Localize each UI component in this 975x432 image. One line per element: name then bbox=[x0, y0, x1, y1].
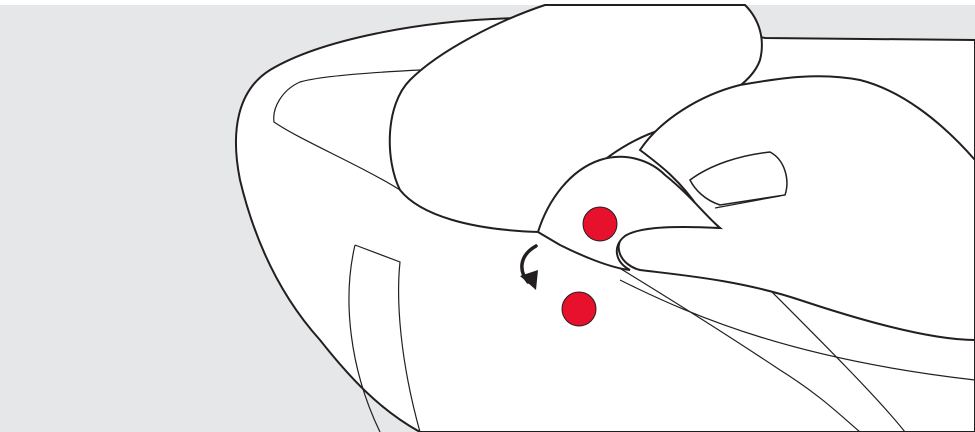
red-dot-icon bbox=[583, 207, 617, 241]
red-dot-icon bbox=[562, 292, 596, 326]
